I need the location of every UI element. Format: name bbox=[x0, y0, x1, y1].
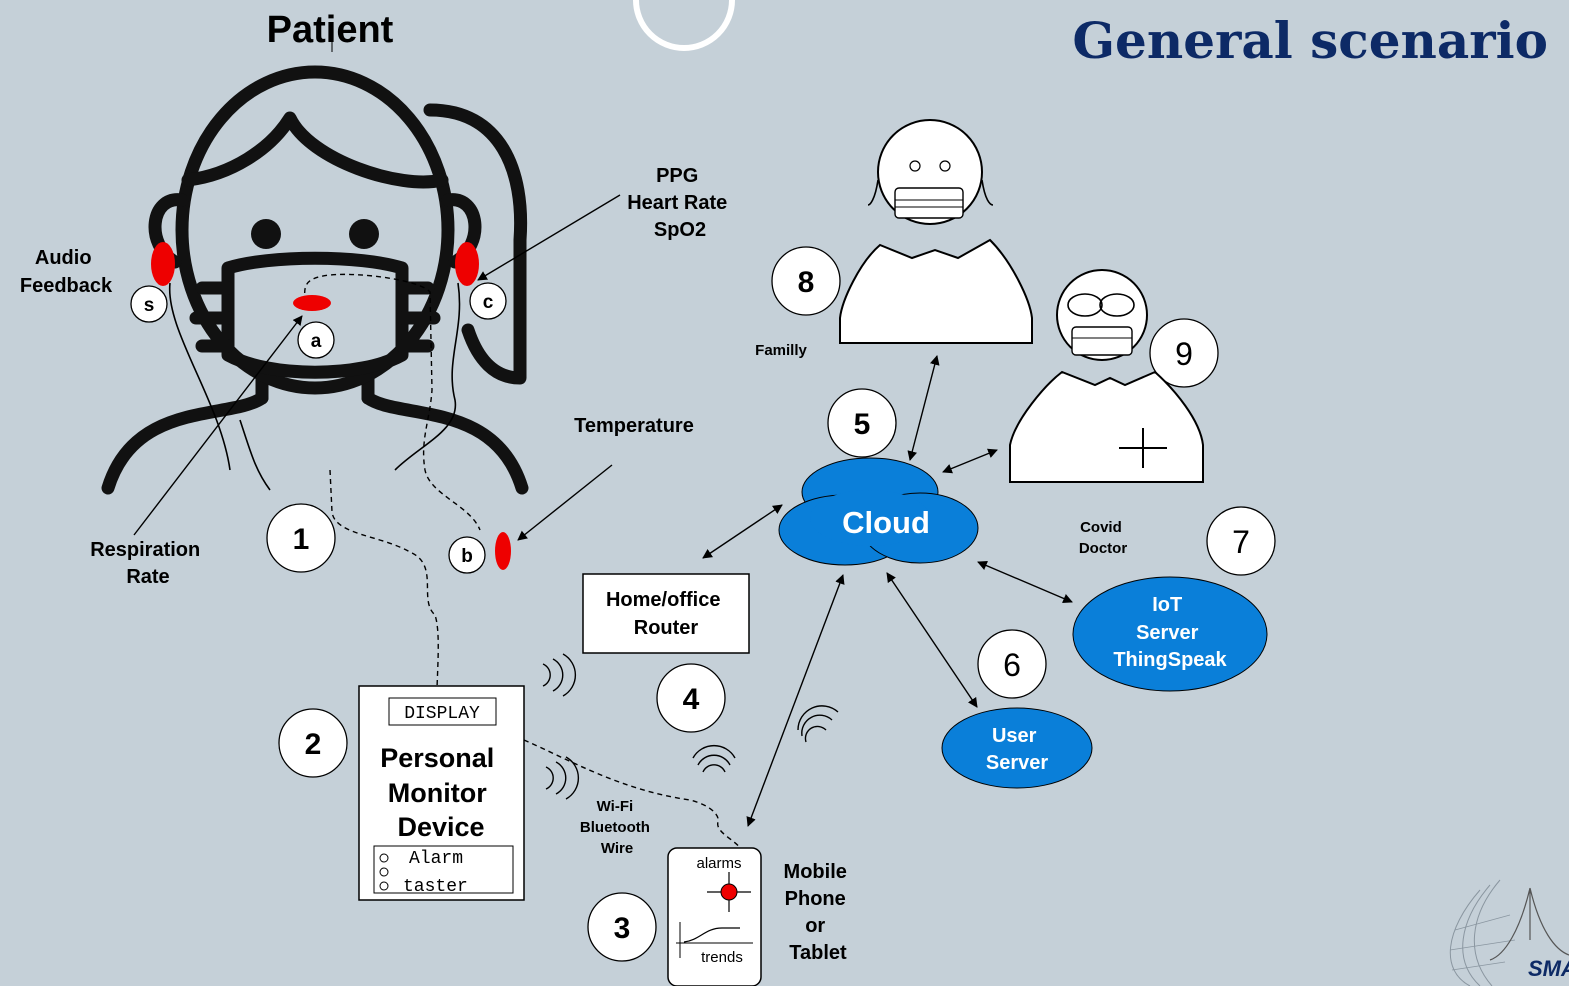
ppg-label: PPG Heart Rate SpO2 bbox=[627, 165, 733, 241]
wireless-waves-icon bbox=[545, 756, 580, 800]
cloud-label: Cloud bbox=[842, 505, 930, 540]
step-3-badge: 3 bbox=[587, 892, 657, 962]
taster-label: taster bbox=[403, 877, 468, 897]
wireless-waves-icon bbox=[542, 653, 577, 697]
sensor-label-s: s bbox=[130, 285, 168, 323]
doctor-mask-icon bbox=[1071, 326, 1133, 356]
svg-text:5: 5 bbox=[854, 408, 871, 441]
monitor-display bbox=[388, 697, 497, 726]
sensor-label-b: b bbox=[448, 536, 486, 574]
step-7-badge: 7 bbox=[1206, 506, 1276, 576]
wireless-waves-icon bbox=[692, 744, 736, 773]
monitor-name: Personal Monitor Device bbox=[380, 743, 502, 842]
svg-text:3: 3 bbox=[614, 912, 631, 945]
right-eye-icon bbox=[349, 219, 379, 249]
sensor-s-ear bbox=[151, 242, 175, 286]
step-5-badge: 5 bbox=[827, 388, 897, 458]
family-person-icon bbox=[839, 119, 1033, 344]
smart-logo: SMART bbox=[1449, 879, 1569, 986]
svg-text:6: 6 bbox=[1003, 647, 1021, 683]
personal-monitor-device: DISPLAY Personal Monitor Device Alarm ta… bbox=[358, 685, 525, 901]
alarm-led-icon bbox=[379, 853, 389, 863]
svg-text:7: 7 bbox=[1232, 524, 1250, 560]
svg-text:IoT Server ThingSp: IoT Server ThingSpeak bbox=[1113, 594, 1227, 671]
arrow-cloud-user-server bbox=[886, 572, 978, 708]
svg-text:s: s bbox=[144, 295, 155, 316]
led-icon bbox=[379, 867, 389, 877]
svg-text:Home/office Router: Home/office Router bbox=[606, 589, 726, 639]
svg-text:4: 4 bbox=[683, 683, 700, 716]
arrow-router-cloud bbox=[702, 504, 783, 559]
covid-doctor-icon bbox=[1009, 269, 1204, 483]
phone-trends-label: trends bbox=[701, 949, 743, 966]
svg-text:8: 8 bbox=[798, 266, 815, 299]
page-title: General scenario bbox=[1072, 11, 1548, 70]
audio-feedback-label: Audio Feedback bbox=[20, 247, 113, 297]
iot-server: IoT Server ThingSpeak bbox=[1072, 576, 1268, 692]
svg-text:a: a bbox=[311, 331, 322, 352]
sensor-label-c: c bbox=[469, 282, 507, 320]
alarm-indicator-icon bbox=[720, 883, 738, 901]
svg-text:9: 9 bbox=[1175, 336, 1193, 372]
arrow-cloud-doctor bbox=[942, 448, 998, 474]
sensor-b-temp bbox=[495, 532, 511, 570]
monitor-controls-panel bbox=[373, 845, 514, 894]
svg-text:User Server: User Server bbox=[986, 725, 1048, 774]
step-4-badge: 4 bbox=[656, 663, 726, 733]
link-type-label: Wi-Fi Bluetooth Wire bbox=[580, 798, 654, 857]
mobile-phone-label: Mobile Phone or Tablet bbox=[784, 861, 853, 964]
trend-curve-icon bbox=[683, 927, 740, 943]
step-8-badge: 8 bbox=[771, 246, 841, 316]
step-9-badge: 9 bbox=[1149, 318, 1219, 388]
svg-text:c: c bbox=[483, 292, 494, 313]
arrow-cloud-iot-server bbox=[977, 560, 1073, 604]
svg-text:2: 2 bbox=[305, 728, 322, 761]
left-eye-icon bbox=[251, 219, 281, 249]
user-server: User Server bbox=[941, 707, 1093, 789]
sensor-c-ear bbox=[455, 242, 479, 286]
step-2-badge: 2 bbox=[278, 708, 348, 778]
wireless-waves-icon bbox=[797, 705, 839, 743]
step-6-badge: 6 bbox=[977, 629, 1047, 699]
mobile-phone-icon: alarms trends bbox=[667, 847, 762, 986]
top-partial-circle bbox=[633, 0, 735, 51]
sensor-label-a: a bbox=[297, 321, 335, 359]
patient-heading: Patient bbox=[267, 9, 394, 51]
face-mask-icon bbox=[221, 251, 409, 379]
patient-face-icon bbox=[101, 65, 529, 495]
arrow-phone-cloud bbox=[746, 574, 845, 827]
family-label: Familly bbox=[755, 342, 807, 359]
temperature-label: Temperature bbox=[574, 415, 694, 437]
respiration-rate-label: Respiration Rate bbox=[90, 539, 206, 588]
smart-logo-text: SMART bbox=[1528, 956, 1569, 981]
cloud: Cloud bbox=[778, 457, 979, 566]
step-1-badge: 1 bbox=[266, 503, 336, 573]
taster-button-icon bbox=[379, 881, 389, 891]
sensor-a-nose bbox=[293, 295, 331, 311]
monitor-display-label: DISPLAY bbox=[404, 704, 480, 724]
home-office-router: Home/office Router bbox=[582, 573, 750, 654]
family-mask-icon bbox=[894, 187, 964, 219]
svg-text:b: b bbox=[461, 546, 473, 567]
covid-doctor-label: Covid Doctor bbox=[1079, 519, 1127, 557]
alarm-label: Alarm bbox=[409, 849, 463, 869]
phone-alarms-label: alarms bbox=[696, 855, 741, 872]
svg-text:1: 1 bbox=[293, 523, 310, 556]
arrow-cloud-family bbox=[907, 355, 940, 461]
